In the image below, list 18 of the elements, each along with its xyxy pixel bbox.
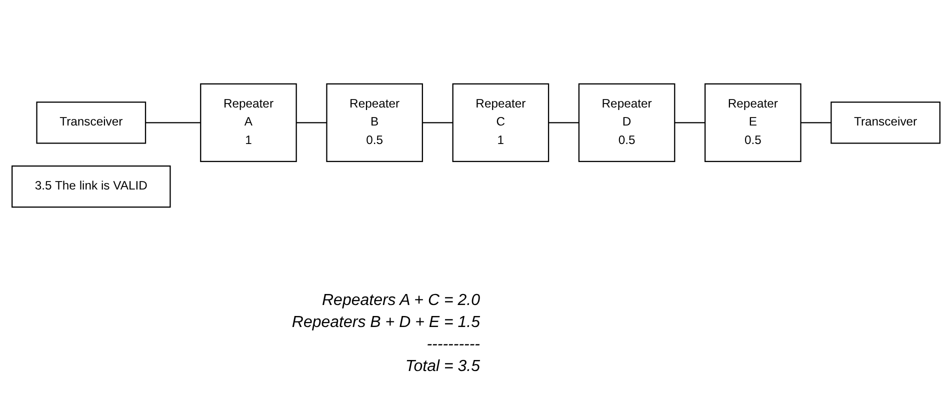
connector xyxy=(145,122,200,123)
node-box: Transceiver xyxy=(830,101,940,144)
connector xyxy=(422,122,452,123)
connector xyxy=(800,122,831,123)
node-box: Repeater E 0.5 xyxy=(704,82,801,162)
connector xyxy=(296,122,326,123)
node-box: Repeater B 0.5 xyxy=(326,82,422,162)
node-box: Transceiver xyxy=(36,101,146,144)
separator-line: ---------- xyxy=(426,335,480,355)
sum-text: Total = 3.5 xyxy=(404,357,480,377)
node-box: Repeater A 1 xyxy=(200,82,296,162)
node-box: 3.5 The link is VALID xyxy=(11,164,170,208)
node-box: Repeater D 0.5 xyxy=(578,82,675,162)
node-box: Repeater C 1 xyxy=(452,82,549,162)
sum-text: Repeaters B + D + E = 1.5 xyxy=(290,313,480,333)
connector xyxy=(674,122,705,123)
connector xyxy=(548,122,578,123)
sum-text: Repeaters A + C = 2.0 xyxy=(320,291,480,311)
